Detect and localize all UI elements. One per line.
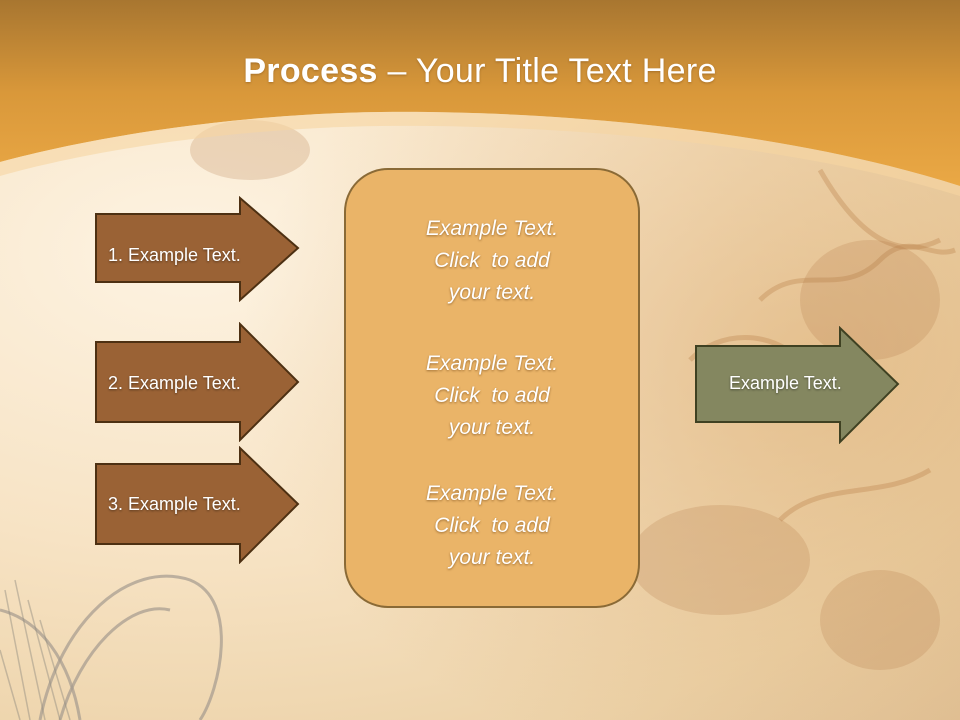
result-label: Example Text. <box>729 373 842 393</box>
center-text-block-2: Example Text. Click to add your text. <box>344 348 640 444</box>
center-text-line: your text. <box>448 416 536 439</box>
center-text-block-3: Example Text. Click to add your text. <box>344 478 640 574</box>
step-label-1: 1. Example Text. <box>108 245 241 265</box>
center-text-box <box>344 168 640 608</box>
title-bold: Process <box>243 52 378 90</box>
center-text-block-1: Example Text. Click to add your text. <box>344 213 640 309</box>
result-arrow <box>695 326 900 444</box>
center-text-line: Example Text. <box>425 482 559 505</box>
step-arrow-1 <box>95 196 300 302</box>
center-text-line: Example Text. <box>425 352 559 375</box>
center-text-line: your text. <box>448 546 536 569</box>
step-label-2: 2. Example Text. <box>108 373 241 393</box>
step-arrow-2 <box>95 322 300 442</box>
step-arrow-3 <box>95 446 300 564</box>
center-text-line: your text. <box>448 281 536 304</box>
center-text-line: Click to add <box>434 514 550 537</box>
title-rest: – Your Title Text Here <box>377 52 717 90</box>
slide-title: Process – Your Title Text Here <box>0 52 960 91</box>
center-text-line: Click to add <box>434 249 550 272</box>
step-label-3: 3. Example Text. <box>108 494 241 514</box>
center-text-line: Example Text. <box>425 217 559 240</box>
center-text-line: Click to add <box>434 384 550 407</box>
